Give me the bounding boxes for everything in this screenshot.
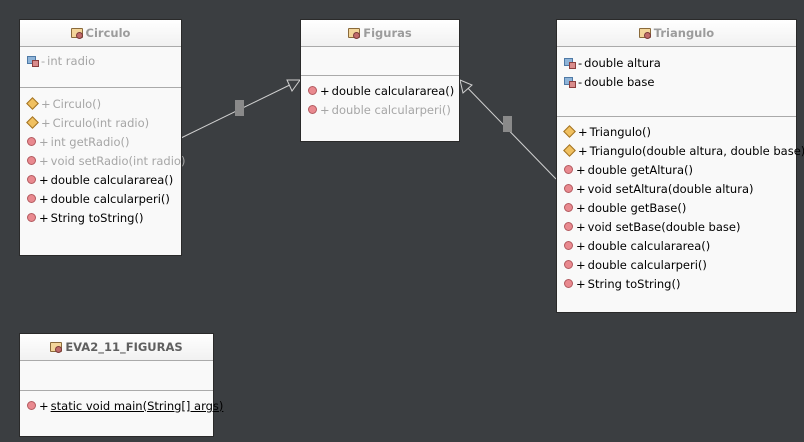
- method-row[interactable]: +static void main(String[] args): [20, 396, 223, 415]
- field-row[interactable]: -double altura: [557, 53, 796, 72]
- method-row[interactable]: +void setRadio(int radio): [20, 151, 185, 170]
- triangulo-link-handle[interactable]: [503, 116, 512, 132]
- method-row[interactable]: +double calcularperi(): [20, 189, 181, 208]
- public-method-icon: [27, 401, 36, 410]
- private-field-icon: [27, 56, 39, 67]
- class-icon: [348, 28, 361, 39]
- methods-section: +static void main(String[] args): [20, 391, 223, 419]
- fields-section: [301, 47, 459, 76]
- method-row[interactable]: +Triangulo(double altura, double base): [557, 141, 804, 160]
- private-field-icon: [564, 77, 576, 88]
- public-method-icon: [27, 175, 36, 184]
- method-row[interactable]: +double getAltura(): [557, 160, 796, 179]
- method-row[interactable]: +void setAltura(double altura): [557, 179, 796, 198]
- method-row[interactable]: +double calculararea(): [557, 236, 796, 255]
- class-name: EVA2_11_FIGURAS: [65, 340, 183, 354]
- field-row[interactable]: -double base: [557, 72, 796, 91]
- method-row[interactable]: +Circulo(): [20, 94, 181, 113]
- class-figuras[interactable]: Figuras +double calculararea() +double c…: [300, 19, 460, 142]
- public-method-icon: [564, 279, 573, 288]
- circulo-link-handle[interactable]: [235, 100, 244, 116]
- method-row[interactable]: +double calcularperi(): [557, 255, 796, 274]
- methods-section: +Circulo() +Circulo(int radio) +int getR…: [20, 88, 185, 231]
- circulo-extends-figuras[interactable]: [180, 79, 301, 139]
- class-eva2-11-figuras[interactable]: EVA2_11_FIGURAS +static void main(String…: [19, 333, 223, 437]
- class-icon: [638, 28, 651, 39]
- method-row[interactable]: +double calculararea(): [301, 81, 459, 100]
- constructor-icon: [26, 116, 39, 129]
- public-method-icon: [308, 86, 317, 95]
- class-header: Figuras: [301, 20, 459, 47]
- method-row[interactable]: +int getRadio(): [20, 132, 181, 151]
- fields-section: - int radio: [20, 47, 181, 88]
- methods-section: +Triangulo() +Triangulo(double altura, d…: [557, 117, 804, 297]
- constructor-icon: [563, 144, 576, 157]
- class-header: Triangulo: [557, 20, 796, 47]
- public-method-icon: [27, 137, 36, 146]
- class-name: Circulo: [85, 26, 131, 40]
- class-name: Triangulo: [653, 26, 715, 40]
- method-row[interactable]: +String toString(): [20, 208, 181, 227]
- class-icon: [50, 342, 63, 353]
- private-field-icon: [564, 58, 576, 69]
- public-method-icon: [27, 194, 36, 203]
- field-row[interactable]: - int radio: [20, 51, 181, 70]
- public-method-icon: [564, 165, 573, 174]
- method-row[interactable]: +double calcularperi(): [301, 100, 459, 119]
- public-method-icon: [564, 184, 573, 193]
- method-row[interactable]: +Circulo(int radio): [20, 113, 181, 132]
- method-row[interactable]: +void setBase(double base): [557, 217, 796, 236]
- public-method-icon: [564, 222, 573, 231]
- class-name: Figuras: [363, 26, 412, 40]
- public-method-icon: [564, 260, 573, 269]
- constructor-icon: [563, 125, 576, 138]
- method-row[interactable]: +String toString(): [557, 274, 796, 293]
- class-circulo[interactable]: Circulo - int radio +Circulo() +Circulo(…: [19, 19, 185, 256]
- fields-section: -double altura -double base: [557, 47, 796, 117]
- class-header: EVA2_11_FIGURAS: [20, 334, 213, 361]
- public-method-icon: [308, 105, 317, 114]
- public-method-icon: [27, 213, 36, 222]
- public-method-icon: [564, 241, 573, 250]
- constructor-icon: [26, 97, 39, 110]
- method-row[interactable]: +Triangulo(): [557, 122, 796, 141]
- class-triangulo[interactable]: Triangulo -double altura -double base +T…: [556, 19, 804, 313]
- class-icon: [70, 28, 83, 39]
- method-row[interactable]: +double getBase(): [557, 198, 796, 217]
- method-row[interactable]: +double calculararea(): [20, 170, 181, 189]
- methods-section: +double calculararea() +double calcularp…: [301, 76, 459, 123]
- fields-section: [20, 361, 213, 391]
- triangulo-extends-figuras[interactable]: [459, 79, 557, 180]
- class-header: Circulo: [20, 20, 181, 47]
- public-method-icon: [564, 203, 573, 212]
- public-method-icon: [27, 156, 36, 165]
